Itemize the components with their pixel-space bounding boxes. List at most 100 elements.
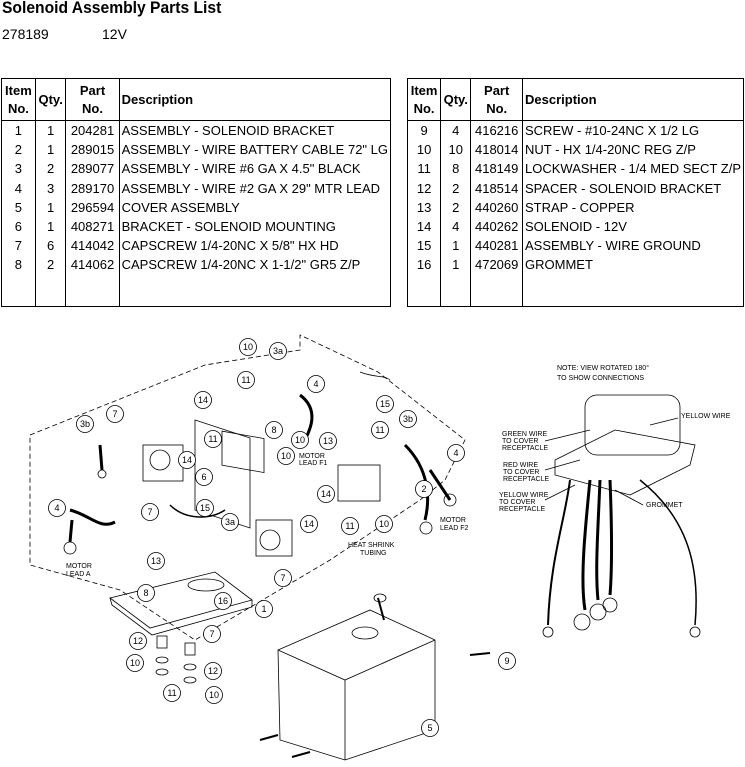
callout-marker: 4: [307, 375, 325, 393]
table-row-spacer: [1, 274, 392, 307]
description-cell: NUT - HX 1/4-20NC REG Z/P: [522, 140, 744, 160]
note-line-1: NOTE: VIEW ROTATED 180°: [557, 364, 649, 372]
callout-marker: 3b: [399, 410, 417, 428]
qty-cell: 2: [440, 197, 472, 217]
cable-lug: [542, 626, 554, 638]
part-number-cell: 204281: [65, 120, 120, 141]
part-number-cell: 296594: [65, 197, 120, 217]
grommet-label: GROMMET: [646, 502, 683, 509]
qty-cell: 3: [34, 178, 67, 198]
callout-label: 4: [453, 448, 458, 458]
callout-marker: 10: [239, 338, 257, 356]
qty-cell: 1: [34, 140, 67, 160]
part-number-cell: 418014: [470, 140, 523, 160]
header-description: Description: [118, 78, 392, 121]
qty-cell: 2: [34, 255, 67, 275]
callout-label: 3a: [273, 346, 283, 356]
solenoid: [221, 430, 265, 474]
qty-cell: 1: [440, 255, 472, 275]
callout-label: 10: [243, 342, 253, 352]
callout-label: 13: [151, 556, 161, 566]
leader-line: [544, 429, 644, 506]
callout-label: 14: [198, 395, 208, 405]
description-cell: SPACER - SOLENOID BRACKET: [522, 178, 744, 198]
cable: [639, 479, 697, 626]
callout-marker: 5: [421, 719, 439, 737]
table-row-spacer: [406, 274, 744, 307]
callout-marker: 3a: [221, 513, 239, 531]
cable: [68, 519, 74, 543]
callout-marker: 13: [147, 552, 165, 570]
part-number-cell: 289077: [65, 159, 120, 179]
qty-cell: 4: [440, 216, 472, 237]
red-wire-label-1: RED WIRE: [503, 462, 538, 469]
lockwasher: [155, 668, 169, 676]
callout-label: 6: [201, 472, 206, 482]
motor-lead-f1-label-2: LEAD F1: [299, 460, 328, 467]
callout-marker: 14: [194, 391, 212, 409]
cable-boot: [573, 613, 591, 631]
spacer: [156, 635, 168, 649]
callout-label: 9: [504, 656, 509, 666]
callout-label: 7: [280, 573, 285, 583]
qty-cell: 8: [440, 159, 472, 179]
solenoid: [255, 519, 293, 557]
callout-label: 10: [379, 519, 389, 529]
cable: [98, 444, 104, 471]
cable-lug: [97, 469, 107, 479]
callout-label: 10: [281, 451, 291, 461]
screw: [291, 751, 311, 758]
header-part-no: Part No.: [65, 78, 120, 121]
part-number-cell: 408271: [65, 216, 120, 237]
callout-label: 11: [208, 434, 217, 444]
nut: [183, 663, 197, 671]
callout-marker: 16: [214, 592, 232, 610]
callout-label: 13: [323, 436, 333, 446]
assembly-part-number: 278189: [2, 26, 49, 42]
callout-marker: 14: [300, 515, 318, 533]
solenoid: [142, 444, 184, 482]
part-number-cell: 416216: [470, 120, 523, 141]
description-cell: CAPSCREW 1/4-20NC X 5/8" HX HD: [118, 236, 392, 256]
rotated-bracket: [554, 429, 696, 496]
callout-label: 3b: [403, 414, 413, 424]
yellow-wire-label: YELLOW WIRE: [681, 413, 731, 420]
heat-shrink-label-2: TUBING: [360, 550, 386, 557]
header-part-no: Part No.: [470, 78, 523, 121]
voltage-label: 12V: [102, 26, 127, 42]
qty-cell: 2: [440, 178, 472, 198]
cable: [547, 479, 571, 626]
receptacle-cap: [373, 593, 387, 603]
callout-marker: 12: [129, 632, 147, 650]
description-cell: SCREW - #10-24NC X 1/2 LG: [522, 120, 744, 141]
callout-marker: 3a: [269, 342, 287, 360]
part-number-cell: 440260: [470, 197, 523, 217]
part-number-cell: 440281: [470, 236, 523, 256]
cable: [595, 479, 602, 601]
callout-marker: 8: [137, 584, 155, 602]
callout-label: 11: [345, 521, 354, 531]
leader-line: [649, 417, 679, 426]
description-cell: ASSEMBLY - SOLENOID BRACKET: [118, 120, 392, 141]
motor-lead-a-label-2: LEAD A: [66, 571, 91, 578]
part-number-cell: 289170: [65, 178, 120, 198]
callout-marker: 10: [205, 686, 223, 704]
part-number-cell: 472069: [470, 255, 523, 275]
item-number-cell: 15: [406, 236, 442, 256]
callout-label: 15: [380, 399, 390, 409]
callout-label: 3b: [80, 419, 90, 429]
callout-marker: 10: [291, 431, 309, 449]
item-number-cell: 13: [406, 197, 442, 217]
red-wire-label-3: RECEPTACLE: [503, 476, 549, 483]
callout-marker: 11: [341, 517, 359, 535]
item-number-cell: 1: [1, 120, 36, 141]
callout-label: 14: [321, 489, 331, 499]
item-number-cell: 11: [406, 159, 442, 179]
cable: [608, 479, 613, 596]
